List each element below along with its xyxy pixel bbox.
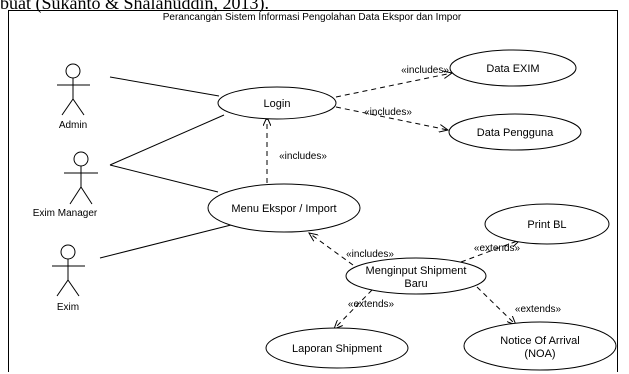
use-case-laporan-shipment-label: Laporan Shipment <box>292 343 382 355</box>
includes-login-data-exim <box>335 73 452 98</box>
label-includes-shipment-menu: «includes» <box>346 249 394 260</box>
association-admin-login <box>109 76 220 97</box>
use-case-notice-of-arrival[interactable]: Notice Of Arrival (NOA) <box>463 321 617 371</box>
association-exim-manager-menu <box>109 164 219 193</box>
use-case-menu-ekspor-import[interactable]: Menu Ekspor / Import <box>207 183 361 233</box>
use-case-data-exim[interactable]: Data EXIM <box>449 49 577 87</box>
label-includes-data-pengguna: «includes» <box>364 107 412 118</box>
label-includes-menu-login: «includes» <box>279 151 327 162</box>
use-case-notice-of-arrival-line1: Notice Of Arrival <box>500 335 579 347</box>
use-case-data-pengguna-label: Data Pengguna <box>477 127 554 139</box>
actor-exim-manager[interactable] <box>64 151 98 205</box>
actor-exim-manager-label: Exim Manager <box>33 208 98 219</box>
includes-login-data-pengguna <box>335 106 448 130</box>
label-includes-data-exim: «includes» <box>401 65 449 76</box>
diagram-title: Perancangan Sistem Informasi Pengolahan … <box>163 12 462 23</box>
use-case-menginput-shipment-line2: Baru <box>404 278 427 290</box>
use-case-menginput-shipment[interactable]: Menginput Shipment Baru <box>345 257 487 295</box>
label-extends-laporan: «extends» <box>348 299 395 310</box>
actor-exim[interactable] <box>52 244 85 297</box>
actor-exim-label: Exim <box>57 302 79 313</box>
includes-shipment-menu <box>309 233 354 266</box>
extends-shipment-print-bl <box>460 240 520 263</box>
extends-shipment-laporan <box>334 289 373 329</box>
use-case-print-bl[interactable]: Print BL <box>484 203 610 245</box>
use-case-print-bl-label: Print BL <box>527 219 566 231</box>
extends-shipment-noa <box>476 286 516 325</box>
use-case-notice-of-arrival-line2: (NOA) <box>524 348 555 360</box>
use-case-login[interactable]: Login <box>217 86 337 120</box>
association-exim-manager-login <box>109 114 225 166</box>
label-extends-noa: «extends» <box>515 304 562 315</box>
diagram-frame <box>8 10 618 372</box>
use-case-menginput-shipment-line1: Menginput Shipment <box>366 265 467 277</box>
association-exim-menu <box>99 223 236 259</box>
label-extends-print-bl: «extends» <box>474 243 521 254</box>
use-case-menu-ekspor-import-label: Menu Ekspor / Import <box>231 203 336 215</box>
actor-admin-label: Admin <box>59 120 87 131</box>
use-case-laporan-shipment[interactable]: Laporan Shipment <box>265 327 409 369</box>
use-case-login-label: Login <box>264 98 291 110</box>
actor-admin[interactable] <box>57 63 90 116</box>
use-case-data-pengguna[interactable]: Data Pengguna <box>448 113 582 151</box>
caption-fragment: buat (Sukanto & Shalahuddin, 2013). <box>0 0 269 13</box>
use-case-data-exim-label: Data EXIM <box>486 63 539 75</box>
